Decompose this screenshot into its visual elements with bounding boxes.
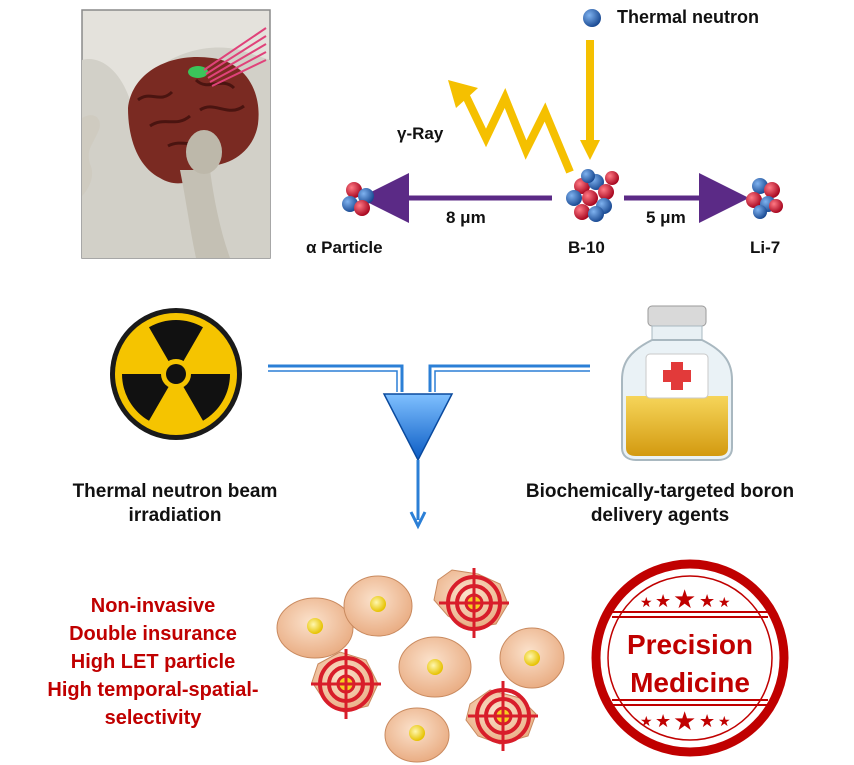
target-crosshair-icon bbox=[468, 681, 538, 751]
svg-text:★: ★ bbox=[640, 595, 653, 611]
benefit-item: Double insurance bbox=[69, 623, 237, 645]
thermal-neutron-label: Thermal neutron bbox=[617, 7, 760, 27]
cell-cluster bbox=[276, 569, 565, 763]
stamp-line-2: Medicine bbox=[630, 667, 750, 698]
stamp-label: Precision Medicine bbox=[600, 626, 780, 702]
svg-text:★: ★ bbox=[673, 585, 696, 615]
head-brain-illustration bbox=[81, 9, 271, 259]
neutron-down-arrow bbox=[580, 40, 600, 160]
li-distance-label: 5 μm bbox=[646, 208, 686, 227]
cell bbox=[276, 597, 354, 659]
svg-text:★: ★ bbox=[699, 711, 715, 732]
benefit-item: Non-invasive bbox=[90, 595, 216, 617]
benefit-item: High temporal-spatial-selectivity bbox=[47, 679, 259, 729]
benefit-item: High LET particle bbox=[70, 651, 236, 673]
agent-caption: Biochemically-targeted boron delivery ag… bbox=[525, 481, 795, 526]
stamp-line-1: Precision bbox=[626, 629, 754, 660]
cell bbox=[384, 707, 450, 763]
cell bbox=[343, 575, 413, 637]
svg-text:★: ★ bbox=[718, 595, 731, 611]
radiation-hazard-icon bbox=[110, 308, 242, 440]
cell bbox=[398, 636, 472, 698]
gamma-ray-arrow bbox=[460, 88, 574, 174]
svg-text:★: ★ bbox=[655, 591, 671, 612]
alpha-particle-label: α Particle bbox=[306, 238, 383, 257]
svg-text:★: ★ bbox=[673, 707, 696, 737]
beam-caption: Thermal neutron beam irradiation bbox=[72, 481, 278, 526]
cell bbox=[499, 627, 565, 689]
target-crosshair-icon bbox=[311, 649, 381, 719]
b10-nucleus bbox=[566, 169, 619, 222]
precision-medicine-stamp: ★ ★ ★ ★ ★ ★ ★ ★ ★ ★ bbox=[591, 559, 789, 757]
svg-text:★: ★ bbox=[718, 714, 731, 730]
svg-text:★: ★ bbox=[655, 711, 671, 732]
li7-label: Li-7 bbox=[750, 238, 781, 257]
alpha-distance-label: 8 μm bbox=[446, 208, 486, 227]
li7-nucleus bbox=[746, 178, 783, 219]
gamma-ray-label: γ-Ray bbox=[397, 124, 444, 143]
benefits-list: Non-invasive Double insurance High LET p… bbox=[28, 592, 278, 732]
target-crosshair-icon bbox=[439, 568, 509, 638]
thermal-neutron-particle bbox=[583, 9, 601, 27]
svg-text:★: ★ bbox=[699, 591, 715, 612]
svg-text:★: ★ bbox=[640, 714, 653, 730]
alpha-particle bbox=[342, 182, 374, 216]
boron-agent-bottle-icon bbox=[621, 305, 733, 461]
flow-connector bbox=[268, 364, 590, 530]
b10-label: B-10 bbox=[568, 238, 605, 257]
